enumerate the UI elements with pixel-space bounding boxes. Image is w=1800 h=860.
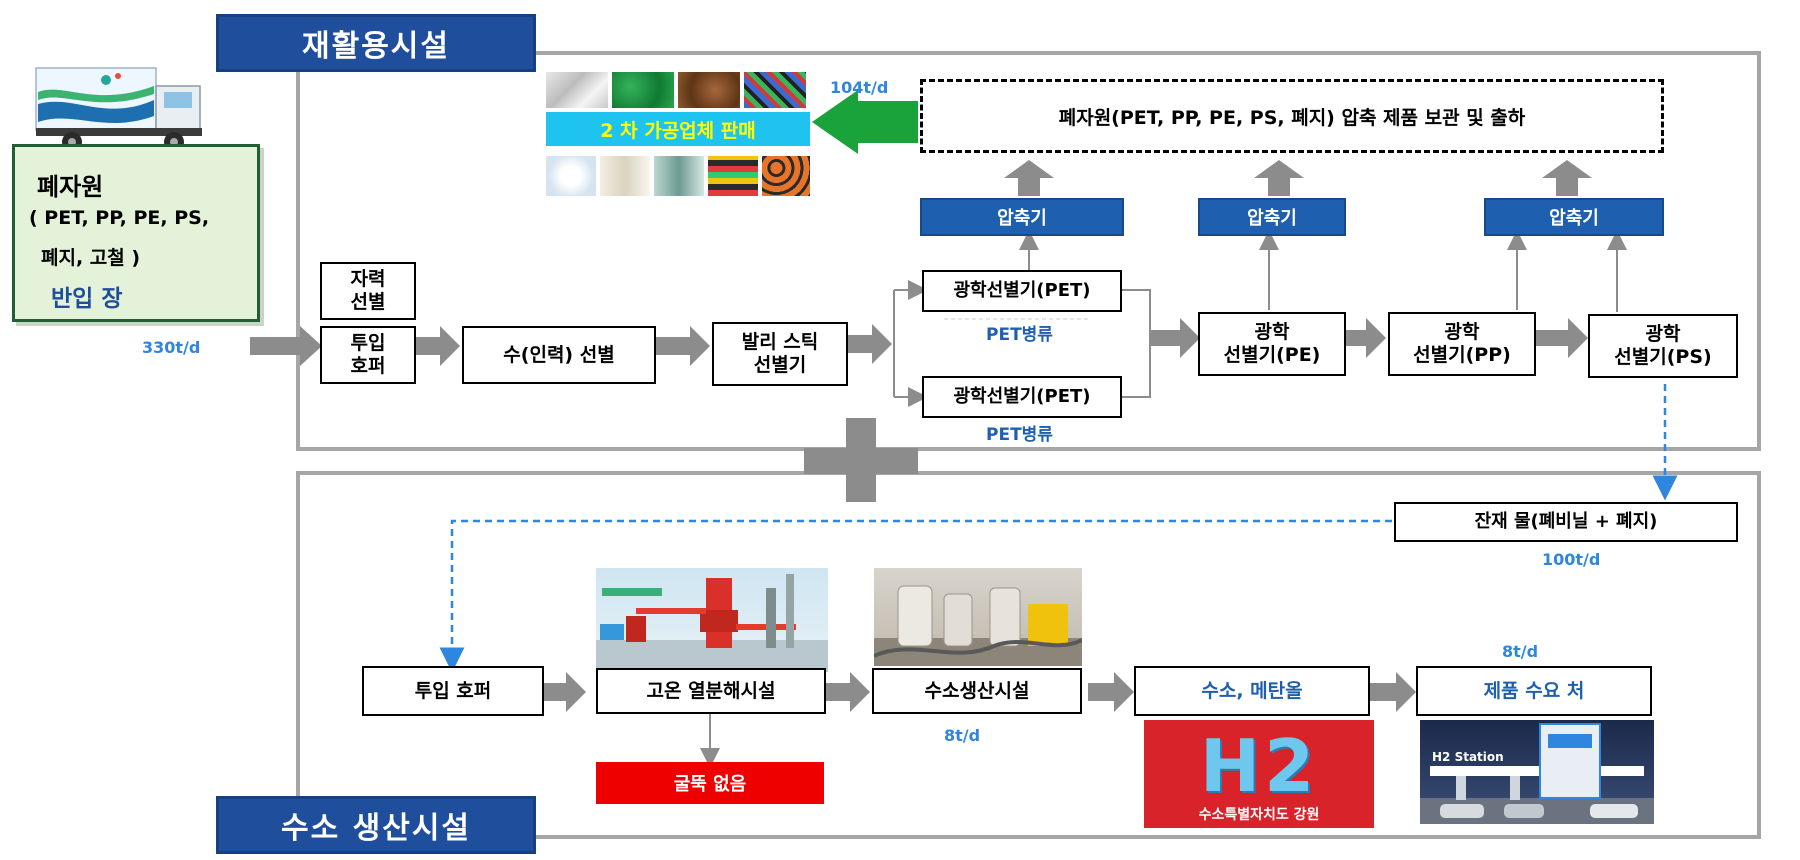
compressor-2: 압축기 bbox=[1198, 198, 1346, 236]
residue-rate: 100t/d bbox=[1542, 550, 1601, 569]
h2-plant-illustration bbox=[874, 568, 1082, 666]
truck-icon bbox=[34, 64, 210, 156]
compressor-1: 압축기 bbox=[920, 198, 1124, 236]
white-flake-swatch bbox=[546, 72, 608, 108]
h2-logo-text: H2 bbox=[1199, 724, 1319, 808]
optical-pe-box: 광학 선별기(PE) bbox=[1198, 312, 1346, 376]
storage-box: 폐자원(PET, PP, PE, PS, 폐지) 압축 제품 보관 및 출하 bbox=[920, 79, 1664, 153]
compressor-3: 압축기 bbox=[1484, 198, 1664, 236]
intake-rate: 330t/d bbox=[142, 338, 201, 357]
residue-box: 잔재 물(폐비닐 + 폐지) bbox=[1394, 502, 1738, 542]
hopper-box: 투입 호퍼 bbox=[320, 326, 416, 384]
sheet-swatch bbox=[708, 156, 758, 196]
tube-swatch bbox=[762, 156, 810, 196]
optical-pet-box-2: 광학선별기(PET) bbox=[922, 376, 1122, 418]
optical-pet-box-1: 광학선별기(PET) bbox=[922, 270, 1122, 312]
intake-box: 폐자원 ( PET, PP, PE, PS, 폐지, 고철 ) 반입 장 bbox=[12, 144, 260, 322]
hydrogen-title: 수소 생산시설 bbox=[216, 796, 536, 854]
sale-banner: 2 차 가공업체 판매 bbox=[546, 112, 810, 146]
h2-logo-caption: 수소특별자치도 강원 bbox=[1198, 807, 1320, 823]
recycle-frame bbox=[296, 51, 1761, 451]
h2-station-illustration: H2 Station bbox=[1420, 720, 1654, 824]
sale-rate: 104t/d bbox=[830, 78, 889, 97]
pet-bottle-label-2: PET병류 bbox=[986, 425, 1053, 445]
h2-hopper-box: 투입 호퍼 bbox=[362, 666, 544, 716]
h2-plant-box: 수소생산시설 bbox=[872, 668, 1082, 714]
station-sign: H2 Station bbox=[1432, 750, 1504, 764]
h2-logo: H2 수소특별자치도 강원 bbox=[1144, 720, 1374, 828]
manual-sort-box: 수(인력) 선별 bbox=[462, 326, 656, 384]
hydrogen-methanol-box: 수소, 메탄올 bbox=[1134, 666, 1370, 716]
self-sort-box: 자력 선별 bbox=[320, 262, 416, 320]
product-rate: 8t/d bbox=[1502, 642, 1539, 661]
fiber-swatch bbox=[546, 156, 596, 196]
pet-bottle-label-1: PET병류 bbox=[986, 325, 1053, 345]
roll-swatch bbox=[600, 156, 650, 196]
h2-plant-rate: 8t/d bbox=[944, 726, 981, 745]
product-demand-box: 제품 수요 처 bbox=[1416, 666, 1652, 716]
film-swatch bbox=[654, 156, 704, 196]
green-flake-swatch bbox=[612, 72, 674, 108]
intake-items-line1: ( PET, PP, PE, PS, bbox=[29, 207, 210, 229]
hydrogen-frame bbox=[296, 471, 1761, 839]
intake-title: 폐자원 bbox=[37, 173, 104, 201]
recycle-title: 재활용시설 bbox=[216, 14, 536, 72]
no-chimney-box: 굴뚝 없음 bbox=[596, 762, 824, 804]
raw-material-tiles bbox=[546, 72, 810, 110]
pyrolysis-plant-illustration bbox=[596, 568, 828, 672]
optical-ps-box: 광학 선별기(PS) bbox=[1588, 314, 1738, 378]
brown-flake-swatch bbox=[678, 72, 740, 108]
ballistic-sorter-box: 발리 스틱 선별기 bbox=[712, 322, 848, 386]
product-tiles bbox=[546, 156, 810, 196]
mixed-flake-swatch bbox=[744, 72, 806, 108]
optical-pp-box: 광학 선별기(PP) bbox=[1388, 312, 1536, 376]
pyrolysis-box: 고온 열분해시설 bbox=[596, 668, 826, 714]
intake-items-line2: 폐지, 고철 ) bbox=[41, 247, 141, 269]
intake-action: 반입 장 bbox=[51, 286, 123, 312]
